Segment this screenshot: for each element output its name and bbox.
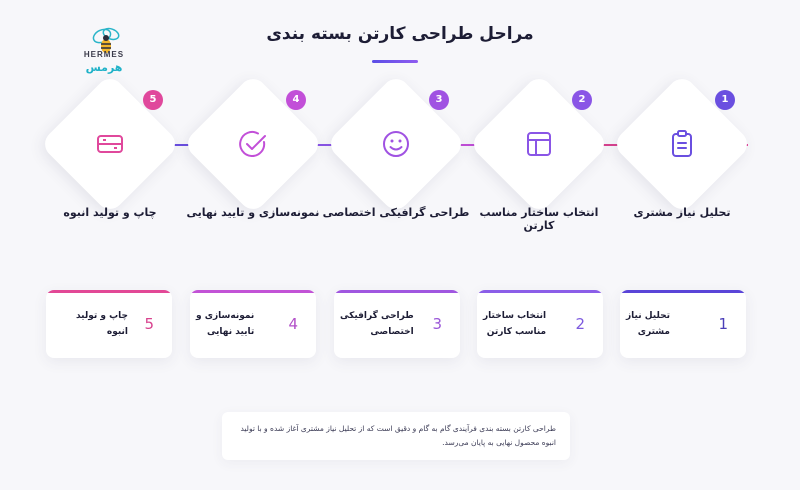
description-box: طراحی کارتن بسته بندی فرآیندی گام به گام… xyxy=(222,412,570,460)
card-text-line: تایید نهایی xyxy=(206,327,255,337)
page-title: مراحل طراحی کارتن بسته بندی xyxy=(266,24,534,44)
step-number-badge: 5 xyxy=(143,90,163,110)
step-number-badge: 1 xyxy=(715,90,735,110)
clipboard-icon xyxy=(672,130,692,157)
print-card-icon xyxy=(97,135,123,153)
card-text-line: اختصاصی xyxy=(370,327,414,337)
card-text-line: طراحی گرافیکی xyxy=(340,311,414,321)
card-accent-bar xyxy=(190,290,316,293)
smiley-icon xyxy=(383,131,409,157)
step-diamond-1[interactable] xyxy=(611,73,753,215)
card-text: نمونه‌سازی و تایید نهایی xyxy=(196,290,272,358)
step-diamond-4[interactable] xyxy=(182,73,324,215)
step-number-badge: 2 xyxy=(572,90,592,110)
card-text-line: انتخاب ساختار xyxy=(483,311,547,321)
step-diamond-3[interactable] xyxy=(325,73,467,215)
card-text: چاپ و تولید انبوه xyxy=(52,290,128,358)
card-number: 1 xyxy=(718,315,728,333)
card-text: طراحی گرافیکی اختصاصی xyxy=(340,290,416,358)
logo-text-fa: هرمس xyxy=(85,61,123,74)
check-circle-icon xyxy=(239,130,266,157)
card-text-line: نمونه‌سازی و xyxy=(196,311,255,321)
title-underline xyxy=(372,60,418,63)
step-diamond-2[interactable] xyxy=(468,73,610,215)
step-card-5[interactable]: 5 چاپ و تولید انبوه xyxy=(46,290,172,358)
logo-text: HERMES xyxy=(83,50,125,59)
step-card-3[interactable]: 3 طراحی گرافیکی اختصاصی xyxy=(334,290,460,358)
card-number: 3 xyxy=(432,315,442,333)
card-accent-bar xyxy=(46,290,172,293)
card-accent-bar xyxy=(477,290,603,293)
step-label: تحلیل نیاز مشتری xyxy=(633,206,731,219)
card-text: انتخاب ساختار مناسب کارتن xyxy=(483,290,559,358)
card-text: تحلیل نیاز مشتری xyxy=(626,290,702,358)
step-card-1[interactable]: 1 تحلیل نیاز مشتری xyxy=(620,290,746,358)
step-card-4[interactable]: 4 نمونه‌سازی و تایید نهایی xyxy=(190,290,316,358)
card-number: 4 xyxy=(288,315,298,333)
step-label: چاپ و تولید انبوه xyxy=(63,206,157,219)
card-text-line: تحلیل نیاز xyxy=(626,311,670,321)
bee-logo-icon xyxy=(92,27,120,53)
step-label: نمونه‌سازی و تایید نهایی xyxy=(186,206,320,219)
step-label: انتخاب ساختار مناسب کارتن xyxy=(479,206,599,232)
card-text-line: مناسب کارتن xyxy=(486,327,547,337)
card-accent-bar xyxy=(620,290,746,293)
step-label: طراحی گرافیکی اختصاصی xyxy=(322,206,470,219)
layout-icon xyxy=(527,132,551,156)
step-number-badge: 3 xyxy=(429,90,449,110)
card-number: 2 xyxy=(575,315,585,333)
step-diamond-5[interactable] xyxy=(39,73,181,215)
card-text-line: مشتری xyxy=(637,327,670,337)
card-number: 5 xyxy=(144,315,154,333)
card-text-line: چاپ و تولید انبوه xyxy=(75,311,128,337)
step-number-badge: 4 xyxy=(286,90,306,110)
step-card-2[interactable]: 2 انتخاب ساختار مناسب کارتن xyxy=(477,290,603,358)
card-accent-bar xyxy=(334,290,460,293)
